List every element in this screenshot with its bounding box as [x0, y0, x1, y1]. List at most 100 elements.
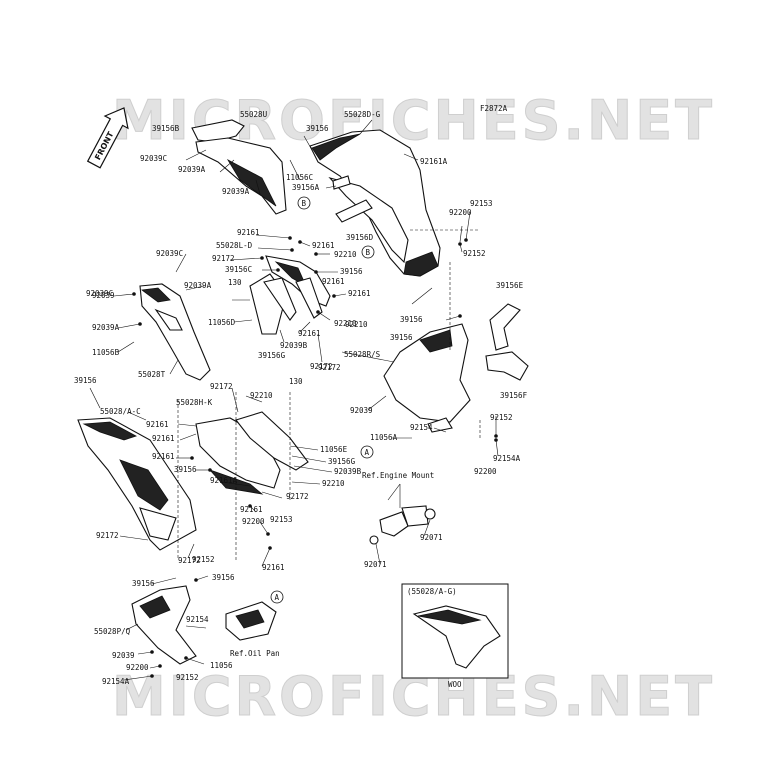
leader-line [113, 293, 135, 297]
part-number-label: 92210 [250, 391, 273, 400]
part-number-label: 92039B [280, 341, 308, 350]
part-number-label: 39156A [292, 183, 320, 192]
callout-a-right-text: A [365, 448, 370, 457]
fastener-dot [260, 256, 264, 260]
leader-line [375, 543, 381, 565]
part-number-label: 92210 [345, 320, 368, 329]
part-number-label: 92161 [322, 277, 345, 286]
part-number-label: 92172 [310, 362, 333, 371]
part-number-label: 11056 [210, 661, 233, 670]
part-number-label: 92161 [348, 289, 371, 298]
part-number-label: 92152 [192, 555, 215, 564]
inset-title: (55028/A-G) [407, 587, 457, 596]
part-number-label: 11056C [286, 173, 313, 182]
part-number-label: 92152 [490, 413, 513, 422]
part-number-label: 39156G [328, 457, 356, 466]
part-number-label: 92039A [184, 281, 212, 290]
fastener-dot [316, 310, 320, 314]
leader-line [259, 521, 269, 535]
part-number-label: 92210 [334, 250, 357, 259]
part-number-label: 92172 [212, 254, 235, 263]
leader-line [117, 323, 141, 329]
part-number-label: 92200 [126, 663, 149, 672]
center-bracket [249, 255, 331, 335]
part-number-label: 92071 [420, 533, 443, 542]
lower-bottom-cowl [131, 585, 197, 665]
part-number-label: 92152 [176, 673, 199, 682]
fastener-dot [458, 314, 462, 318]
part-number-label: 11056E [320, 445, 348, 454]
callout-b-upper-text: B [302, 199, 307, 208]
part-number-label: 39156 [340, 267, 363, 276]
callout-a-lower-text: A [275, 593, 280, 602]
part-number-label: 92161A [210, 476, 238, 485]
leader-line [317, 311, 331, 321]
inset-box: (55028/A-G) WOO [401, 583, 509, 689]
leader-line [169, 359, 179, 375]
part-number-label: 11056A [370, 433, 398, 442]
fastener-dot [194, 578, 198, 582]
part-number-label: 55028T [138, 370, 166, 379]
part-number-label: 92154 [410, 423, 433, 432]
leader-line [219, 159, 235, 173]
leader-line [255, 179, 261, 195]
leader-line [229, 257, 263, 261]
part-number-label: 130 [228, 278, 242, 287]
part-number-label: 55028P/Q [94, 627, 131, 636]
hose-parts [485, 303, 529, 381]
leader-line [245, 395, 263, 403]
part-number-label: 92039 [92, 291, 115, 300]
part-number-label: 92039C [140, 154, 167, 163]
part-number-label: 92153 [270, 515, 293, 524]
fastener-dot [290, 248, 294, 252]
part-number-label: 92154 [186, 615, 209, 624]
part-number-label: 92161 [298, 329, 321, 338]
fastener-dot [314, 252, 318, 256]
part-number-label: 92210 [334, 319, 357, 328]
part-number-label: 92210 [322, 479, 345, 488]
leader-line [175, 253, 187, 273]
fastener-dot [298, 240, 302, 244]
leader-line [423, 519, 431, 537]
leader-line [117, 341, 135, 353]
part-number-label: 92039 [112, 651, 135, 660]
part-number-label: 92161 [152, 452, 175, 461]
part-number-label: 39156 [132, 579, 155, 588]
fastener-dot [494, 438, 498, 442]
fastener-dot [132, 292, 136, 296]
callout-b-upper [297, 196, 311, 210]
leader-line [125, 623, 139, 631]
fastener-dot [276, 268, 280, 272]
part-number-label: 92161 [146, 420, 169, 429]
ref-oil-pan: Ref.Oil Pan [230, 649, 280, 658]
fastener-dot [332, 294, 336, 298]
leader-line [325, 185, 337, 189]
leader-line [445, 315, 461, 321]
leader-line [293, 465, 333, 473]
fastener-dot [190, 456, 194, 460]
diagram-code: F2872A [480, 104, 508, 113]
leader-line [151, 577, 177, 585]
part-number-label: 92172 [96, 531, 119, 540]
part-number-label: 92161 [152, 434, 175, 443]
leader-line [177, 423, 197, 427]
part-number-label: 92039 [350, 406, 373, 415]
fastener-dot [184, 656, 188, 660]
fastener-dot [494, 434, 498, 438]
leader-line [231, 387, 239, 413]
part-number-label: 92200 [474, 467, 497, 476]
part-number-label: 92154A [493, 454, 521, 463]
part-number-label: 39156 [306, 124, 329, 133]
leader-line [233, 319, 253, 323]
leader-line [261, 491, 283, 499]
leader-line [465, 211, 471, 241]
leader-line [195, 575, 209, 581]
leader-line [289, 159, 301, 181]
fastener-dot [158, 664, 162, 668]
inset-footer: WOO [448, 680, 462, 689]
callout-a-right [360, 445, 374, 459]
fastener-dot [458, 242, 462, 246]
callout-b-lower [361, 245, 375, 259]
middle-grid-panel [195, 411, 309, 495]
